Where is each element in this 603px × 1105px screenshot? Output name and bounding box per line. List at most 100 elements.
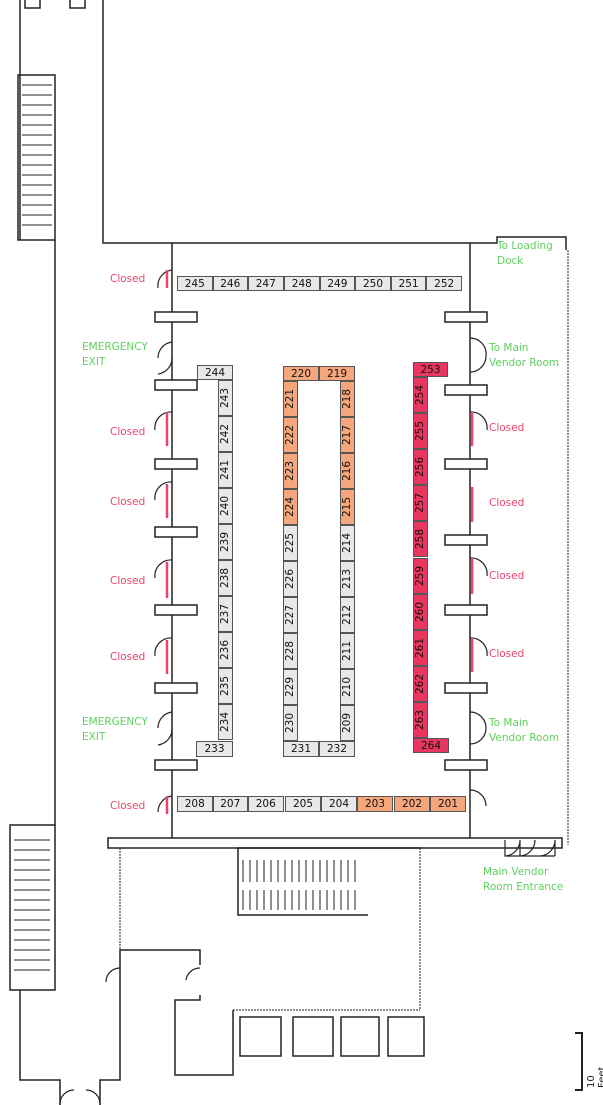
booth-242[interactable]: 242 — [218, 416, 233, 452]
booth-224[interactable]: 224 — [283, 489, 298, 525]
booth-206[interactable]: 206 — [248, 796, 284, 812]
booth-264[interactable]: 264 — [413, 738, 449, 753]
booth-247[interactable]: 247 — [248, 276, 284, 291]
booth-number: 214 — [341, 532, 354, 554]
emergency-exit-line2: EXIT — [82, 731, 106, 743]
booth-237[interactable]: 237 — [218, 596, 233, 632]
booth-212[interactable]: 212 — [340, 597, 355, 633]
booth-238[interactable]: 238 — [218, 560, 233, 596]
booth-262[interactable]: 262 — [413, 665, 428, 702]
closed-label: Closed — [489, 422, 525, 434]
booth-210[interactable]: 210 — [340, 669, 355, 705]
booth-number: 202 — [401, 798, 423, 810]
loading-dock-line2: Dock — [497, 255, 524, 267]
booth-204[interactable]: 204 — [321, 796, 357, 812]
closed-label: Closed — [110, 800, 146, 812]
booth-number: 208 — [184, 798, 205, 810]
booth-258[interactable]: 258 — [413, 521, 428, 558]
booth-261[interactable]: 261 — [413, 629, 428, 666]
booth-218[interactable]: 218 — [340, 381, 355, 417]
booth-221[interactable]: 221 — [283, 381, 298, 417]
booth-number: 254 — [414, 385, 427, 406]
booth-number: 237 — [219, 603, 232, 625]
booth-number: 261 — [414, 637, 427, 658]
booth-208[interactable]: 208 — [177, 796, 213, 812]
booth-number: 210 — [341, 676, 354, 698]
booth-230[interactable]: 230 — [283, 705, 298, 741]
booth-228[interactable]: 228 — [283, 633, 298, 669]
booth-227[interactable]: 227 — [283, 597, 298, 633]
booth-246[interactable]: 246 — [212, 276, 248, 291]
booth-number: 217 — [341, 424, 354, 446]
booth-252[interactable]: 252 — [426, 276, 462, 291]
booth-209[interactable]: 209 — [340, 705, 355, 741]
booth-229[interactable]: 229 — [283, 669, 298, 705]
booth-222[interactable]: 222 — [283, 417, 298, 453]
booth-211[interactable]: 211 — [340, 633, 355, 669]
booth-216[interactable]: 216 — [340, 453, 355, 489]
booth-226[interactable]: 226 — [283, 561, 298, 597]
booth-243[interactable]: 243 — [218, 380, 233, 416]
booth-220[interactable]: 220 — [283, 366, 319, 381]
booth-number: 243 — [219, 387, 232, 409]
booth-253[interactable]: 253 — [413, 362, 448, 377]
booth-245[interactable]: 245 — [177, 276, 213, 291]
booth-201[interactable]: 201 — [430, 796, 466, 812]
booth-263[interactable]: 263 — [413, 701, 428, 738]
booth-244[interactable]: 244 — [197, 365, 233, 380]
booth-215[interactable]: 215 — [340, 489, 355, 525]
booth-232[interactable]: 232 — [319, 741, 355, 757]
booth-250[interactable]: 250 — [355, 276, 391, 291]
loading-dock-line1: To Loading — [497, 240, 553, 252]
booth-number: 216 — [341, 460, 354, 482]
booth-234[interactable]: 234 — [218, 704, 233, 740]
booth-203[interactable]: 203 — [357, 796, 393, 812]
booth-241[interactable]: 241 — [218, 452, 233, 488]
booth-number: 224 — [284, 496, 297, 518]
booth-number: 236 — [219, 639, 232, 661]
booth-260[interactable]: 260 — [413, 593, 428, 630]
booth-number: 206 — [255, 798, 276, 810]
booth-207[interactable]: 207 — [212, 796, 248, 812]
booth-233[interactable]: 233 — [196, 741, 233, 757]
booth-231[interactable]: 231 — [283, 741, 319, 757]
booth-255[interactable]: 255 — [413, 413, 428, 450]
booth-number: 248 — [291, 277, 312, 290]
main-vendor-line2: Vendor Room — [489, 357, 560, 369]
booth-number: 239 — [219, 531, 232, 553]
booth-239[interactable]: 239 — [218, 524, 233, 560]
closed-label: Closed — [110, 496, 146, 508]
booth-number: 207 — [220, 798, 241, 810]
booth-205[interactable]: 205 — [285, 796, 321, 812]
booth-254[interactable]: 254 — [413, 377, 428, 414]
booth-217[interactable]: 217 — [340, 417, 355, 453]
booth-219[interactable]: 219 — [319, 366, 355, 381]
booth-249[interactable]: 249 — [319, 276, 356, 291]
booth-number: 226 — [284, 568, 297, 590]
booth-256[interactable]: 256 — [413, 449, 428, 486]
booth-257[interactable]: 257 — [413, 485, 428, 522]
booth-225[interactable]: 225 — [283, 525, 298, 561]
booth-202[interactable]: 202 — [394, 796, 430, 812]
booth-number: 238 — [219, 567, 232, 589]
booth-236[interactable]: 236 — [218, 632, 233, 668]
booth-248[interactable]: 248 — [284, 276, 320, 291]
booth-259[interactable]: 259 — [413, 557, 428, 594]
booth-number: 247 — [255, 277, 276, 290]
booth-223[interactable]: 223 — [283, 453, 298, 489]
booth-number: 218 — [341, 388, 354, 410]
booth-251[interactable]: 251 — [390, 276, 427, 291]
booth-235[interactable]: 235 — [218, 668, 233, 704]
booth-240[interactable]: 240 — [218, 488, 233, 524]
booth-number: 223 — [284, 460, 297, 482]
booth-214[interactable]: 214 — [340, 525, 355, 561]
main-vendor-line1: To Main — [489, 717, 529, 729]
booth-number: 246 — [220, 277, 241, 290]
booth-213[interactable]: 213 — [340, 561, 355, 597]
emergency-exit-line2: EXIT — [82, 356, 106, 368]
